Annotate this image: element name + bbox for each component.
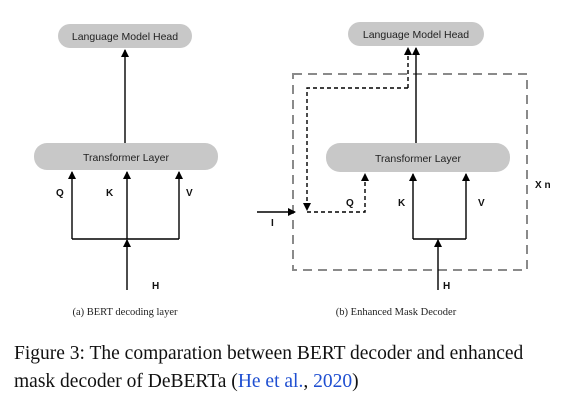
h-label-b: H xyxy=(443,281,450,292)
transformer-box-b xyxy=(326,143,510,172)
citation-link[interactable]: He et al., 2020 xyxy=(238,371,352,392)
q-label-a: Q xyxy=(56,188,64,199)
lm-head-box-a xyxy=(58,24,192,48)
caption-text: Figure 3: The comparation between BERT d… xyxy=(14,343,524,392)
citation-name[interactable]: He et al. xyxy=(237,371,304,392)
figure-caption: Figure 3: The comparation between BERT d… xyxy=(14,340,564,396)
transformer-box-a xyxy=(34,143,218,170)
citation-sep: , xyxy=(303,371,314,392)
transformer-label-b: Transformer Layer xyxy=(375,153,461,165)
lm-head-label-a: Language Model Head xyxy=(72,31,178,43)
v-label-b: V xyxy=(478,198,485,209)
lm-head-label-b: Language Model Head xyxy=(363,29,469,41)
h-label-a: H xyxy=(152,281,159,292)
q-label-b: Q xyxy=(346,198,354,209)
k-label-a: K xyxy=(106,188,114,199)
q-arrow-b xyxy=(307,173,369,213)
k-label-b: K xyxy=(398,198,406,209)
lm-head-box-b xyxy=(348,22,484,46)
citation-year[interactable]: 2020 xyxy=(313,371,353,392)
repeat-box xyxy=(292,73,528,271)
caption-close: ) xyxy=(352,371,359,392)
panel-b-caption: (b) Enhanced Mask Decoder xyxy=(336,307,457,318)
panel-a-caption: (a) BERT decoding layer xyxy=(72,307,178,318)
figure-diagram: Language Model Head Transformer Layer Q … xyxy=(34,22,551,318)
i-label: I xyxy=(271,218,274,229)
panel-b: Language Model Head X n Transformer Laye… xyxy=(257,22,551,318)
repeat-label: X n xyxy=(535,180,551,191)
v-label-a: V xyxy=(186,188,193,199)
transformer-label-a: Transformer Layer xyxy=(83,152,169,164)
feedback-loop xyxy=(303,87,408,211)
panel-a: Language Model Head Transformer Layer Q … xyxy=(34,24,218,318)
